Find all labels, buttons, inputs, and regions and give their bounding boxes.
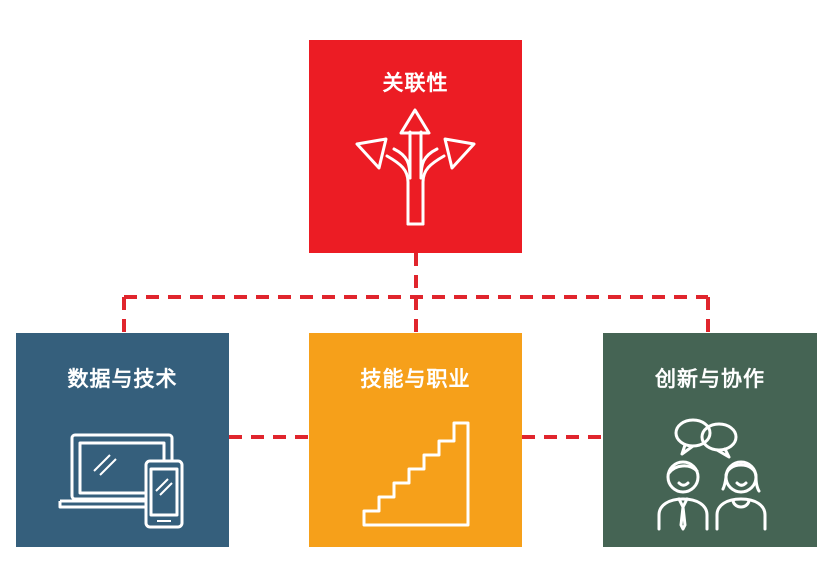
innovation-collaboration-label: 创新与协作 (655, 367, 765, 391)
data-technology-label: 数据与技术 (67, 367, 178, 391)
skills-career-label: 技能与职业 (360, 367, 471, 391)
relevance-box: 关联性 (309, 40, 522, 253)
relevance-label: 关联性 (382, 71, 449, 95)
laptop-phone-icon (58, 433, 184, 529)
three-way-arrows-icon (355, 108, 476, 226)
skills-career-box: 技能与职业 (309, 333, 522, 547)
people-conversation-icon (657, 418, 767, 531)
data-technology-box: 数据与技术 (16, 333, 229, 547)
staircase-icon (362, 421, 470, 527)
innovation-collaboration-box: 创新与协作 (603, 333, 817, 547)
